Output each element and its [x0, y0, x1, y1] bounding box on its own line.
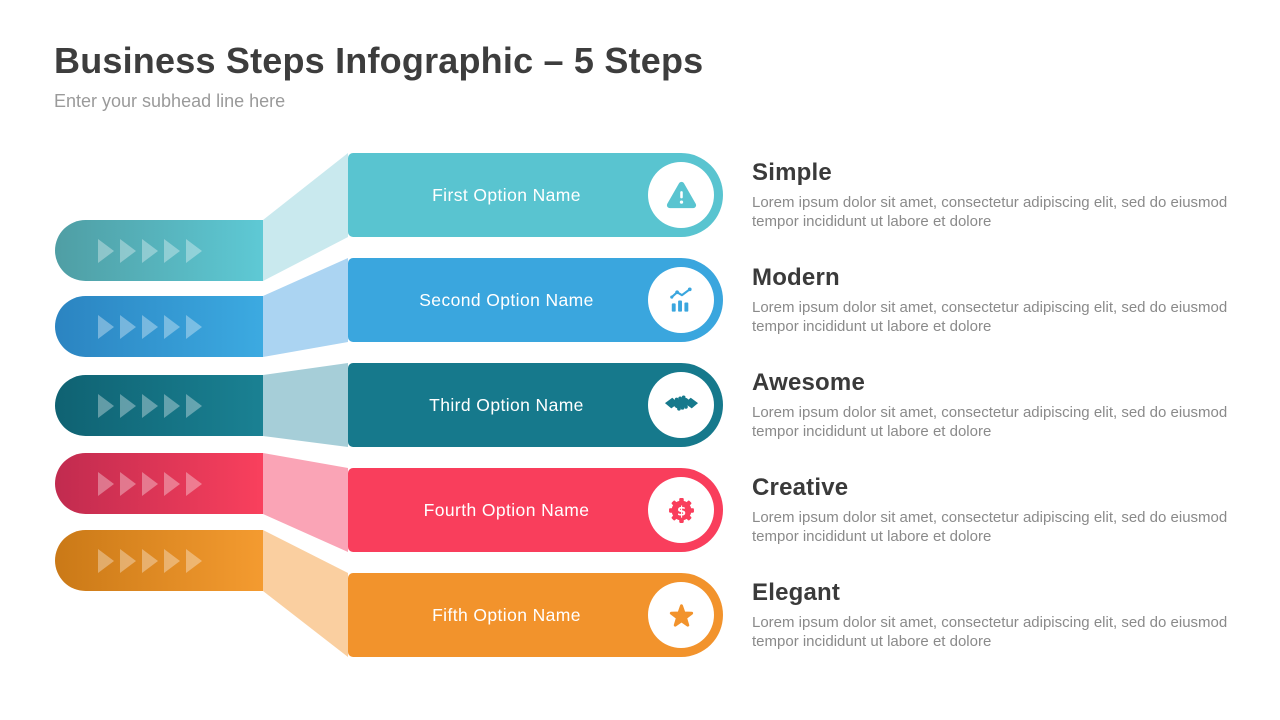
connector-shape [263, 258, 348, 357]
step-heading: Simple [752, 159, 832, 186]
step-body-text: Lorem ipsum dolor sit amet, consectetur … [752, 299, 1228, 336]
step-bar: Third Option Name [348, 363, 723, 447]
chevron-right-icon [164, 238, 180, 263]
page-title: Business Steps Infographic – 5 Steps [54, 40, 704, 81]
connector-shape [263, 530, 348, 657]
step-bar-label: First Option Name [432, 184, 581, 205]
step-bar-label: Third Option Name [429, 394, 584, 415]
step-body-text: Lorem ipsum dolor sit amet, consectetur … [752, 614, 1228, 651]
slide-header: Business Steps Infographic – 5 Steps Ent… [54, 40, 703, 112]
chevron-right-icon [186, 548, 202, 573]
chevron-right-icon [98, 314, 114, 339]
step-pill [55, 375, 263, 436]
step-pill [55, 220, 263, 281]
analytics-chart-icon [648, 267, 714, 333]
chevron-right-icon [164, 548, 180, 573]
chevron-right-icon [164, 314, 180, 339]
handshake-icon [648, 372, 714, 438]
connector-shape [263, 453, 348, 552]
step-description-block: Modern Lorem ipsum dolor sit amet, conse… [752, 264, 1232, 336]
gear-dollar-icon: $ [648, 477, 714, 543]
step-bar-label: Fifth Option Name [432, 604, 581, 625]
page-subtitle: Enter your subhead line here [54, 91, 286, 111]
chevron-right-icon [98, 471, 114, 496]
chevron-right-icon [142, 314, 158, 339]
chevron-right-icon [186, 471, 202, 496]
chevron-right-icon [98, 238, 114, 263]
step-bar: Fourth Option Name $ [348, 468, 723, 552]
step-description-block: Creative Lorem ipsum dolor sit amet, con… [752, 474, 1232, 546]
connector-shape [263, 363, 348, 447]
star-icon [648, 582, 714, 648]
chevron-right-icon [142, 238, 158, 263]
step-heading: Creative [752, 474, 849, 501]
chevron-right-icon [186, 314, 202, 339]
step-bar: First Option Name [348, 153, 723, 237]
chevron-right-icon [142, 393, 158, 418]
chevron-right-icon [186, 238, 202, 263]
step-description-block: Elegant Lorem ipsum dolor sit amet, cons… [752, 579, 1232, 651]
step-description-block: Awesome Lorem ipsum dolor sit amet, cons… [752, 369, 1232, 441]
step-bar: Fifth Option Name [348, 573, 723, 657]
step-pill [55, 296, 263, 357]
step-pill [55, 530, 263, 591]
chevron-right-icon [142, 471, 158, 496]
step-body-text: Lorem ipsum dolor sit amet, consectetur … [752, 509, 1228, 546]
chevron-right-icon [98, 548, 114, 573]
step-bar-label: Second Option Name [419, 289, 594, 310]
connector-shape [263, 153, 348, 281]
step-body-text: Lorem ipsum dolor sit amet, consectetur … [752, 194, 1228, 231]
chevron-right-icon [186, 393, 202, 418]
step-heading: Modern [752, 264, 840, 291]
chevron-right-icon [142, 548, 158, 573]
chevron-right-icon [164, 471, 180, 496]
chevron-right-icon [120, 548, 136, 573]
step-heading: Elegant [752, 579, 841, 606]
warning-triangle-icon [648, 162, 714, 228]
chevron-right-icon [98, 393, 114, 418]
chevron-right-icon [120, 393, 136, 418]
chevron-right-icon [120, 314, 136, 339]
chevron-right-icon [120, 471, 136, 496]
chevron-right-icon [120, 238, 136, 263]
step-heading: Awesome [752, 369, 866, 396]
step-body-text: Lorem ipsum dolor sit amet, consectetur … [752, 404, 1228, 441]
step-description-block: Simple Lorem ipsum dolor sit amet, conse… [752, 159, 1232, 231]
chevron-right-icon [164, 393, 180, 418]
step-bar-label: Fourth Option Name [423, 499, 590, 520]
step-pill [55, 453, 263, 514]
svg-text:$: $ [676, 504, 685, 519]
step-bar: Second Option Name [348, 258, 723, 342]
